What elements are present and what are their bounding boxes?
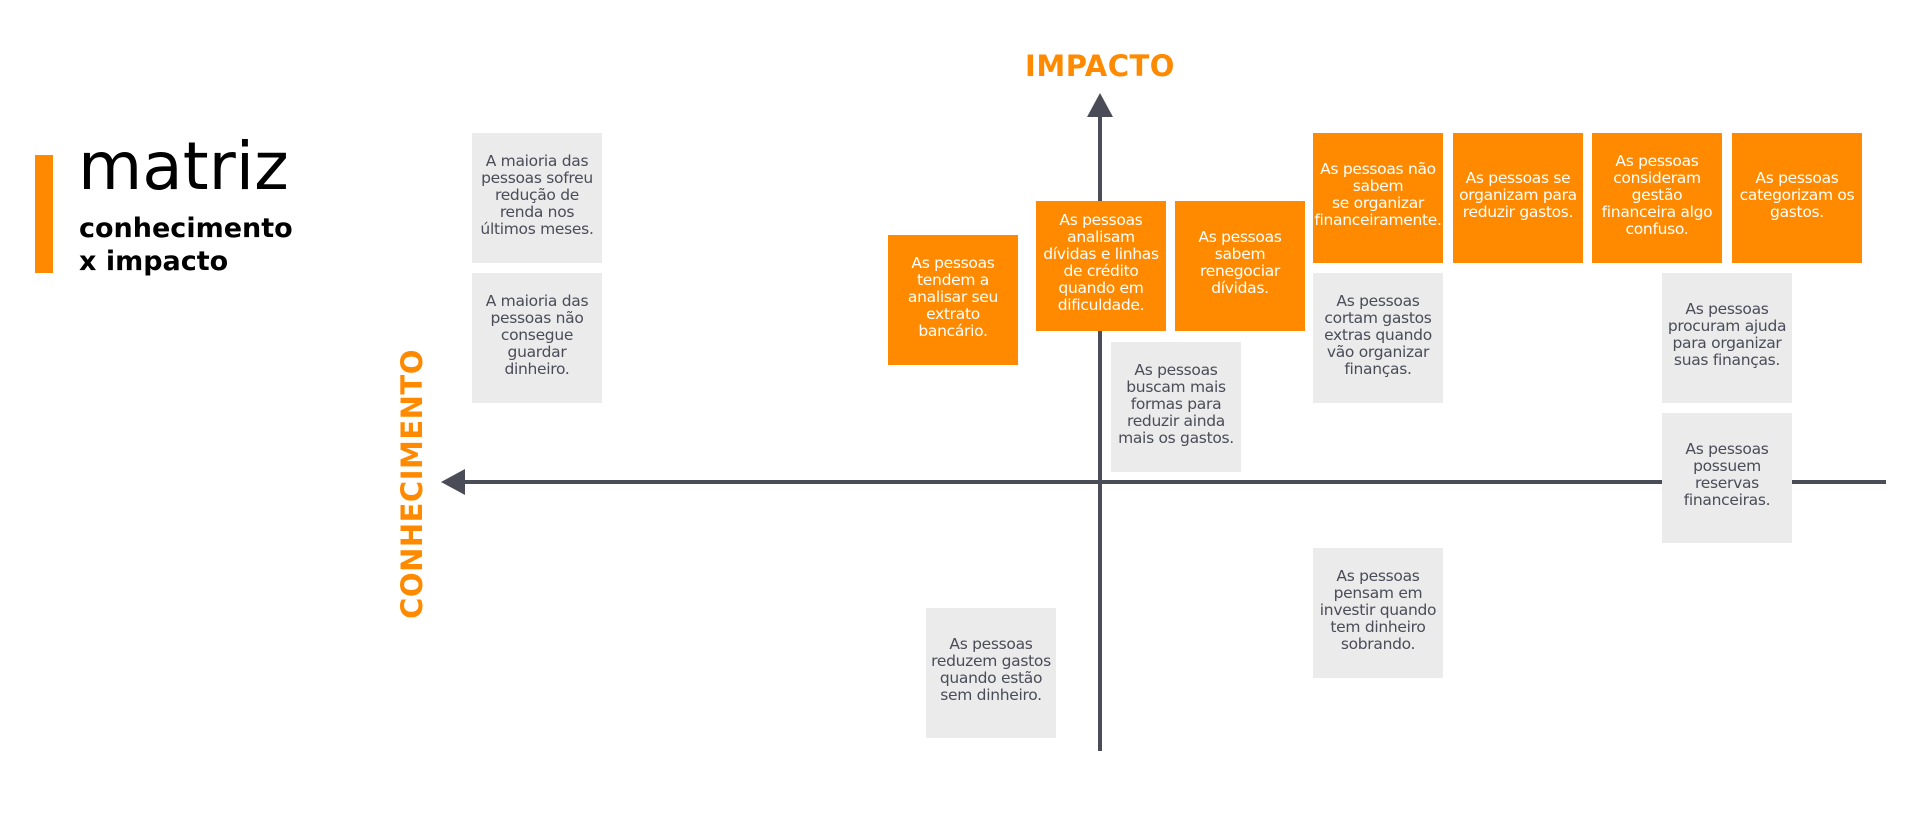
sticky-note[interactable]: As pessoas sabem renegociar dívidas.: [1175, 201, 1305, 331]
page-subtitle: conhecimento x impacto: [79, 212, 293, 278]
impact-axis-label: IMPACTO: [1025, 49, 1175, 83]
title-accent-bar: [35, 155, 53, 273]
horizontal-axis-arrow-icon: [441, 469, 465, 495]
sticky-note[interactable]: A maioria das pessoas não consegue guard…: [472, 273, 602, 403]
note-text: As pessoas sabem renegociar dívidas.: [1198, 228, 1282, 297]
note-text: As pessoas possuem reservas financeiras.: [1683, 440, 1771, 509]
note-text: As pessoas pensam em investir quando tem…: [1319, 566, 1437, 653]
note-text: As pessoas reduzem gastos quando estão s…: [931, 635, 1051, 704]
sticky-note[interactable]: As pessoas se organizam para reduzir gas…: [1453, 133, 1583, 263]
note-text: As pessoas não sabem se organizar financ…: [1314, 160, 1442, 229]
sticky-note[interactable]: As pessoas categorizam os gastos.: [1732, 133, 1862, 263]
note-text: A maioria das pessoas não consegue guard…: [485, 291, 589, 378]
note-text: As pessoas consideram gestão financeira …: [1601, 151, 1713, 238]
sticky-note[interactable]: As pessoas tendem a analisar seu extrato…: [888, 235, 1018, 365]
sticky-note[interactable]: As pessoas procuram ajuda para organizar…: [1662, 273, 1792, 403]
note-text: A maioria das pessoas sofreu redução de …: [480, 151, 594, 238]
subtitle-line-1: conhecimento: [79, 213, 293, 244]
note-text: As pessoas tendem a analisar seu extrato…: [907, 253, 999, 340]
sticky-note[interactable]: A maioria das pessoas sofreu redução de …: [472, 133, 602, 263]
sticky-note[interactable]: As pessoas analisam dívidas e linhas de …: [1036, 201, 1166, 331]
page-title: matriz: [78, 128, 289, 205]
subtitle-line-2: x impacto: [79, 246, 229, 277]
sticky-note[interactable]: As pessoas buscam mais formas para reduz…: [1111, 342, 1241, 472]
note-text: As pessoas procuram ajuda para organizar…: [1667, 300, 1787, 369]
sticky-note[interactable]: As pessoas consideram gestão financeira …: [1592, 133, 1722, 263]
sticky-note[interactable]: As pessoas possuem reservas financeiras.: [1662, 413, 1792, 543]
knowledge-axis-label: CONHECIMENTO: [395, 349, 429, 619]
note-text: As pessoas se organizam para reduzir gas…: [1459, 168, 1577, 221]
note-text: As pessoas analisam dívidas e linhas de …: [1043, 211, 1159, 314]
sticky-note[interactable]: As pessoas pensam em investir quando tem…: [1313, 548, 1443, 678]
note-text: As pessoas buscam mais formas para reduz…: [1118, 360, 1234, 447]
vertical-axis-arrow-icon: [1087, 93, 1113, 117]
note-text: As pessoas categorizam os gastos.: [1739, 168, 1855, 221]
sticky-note[interactable]: As pessoas reduzem gastos quando estão s…: [926, 608, 1056, 738]
note-text: As pessoas cortam gastos extras quando v…: [1324, 291, 1432, 378]
sticky-note[interactable]: As pessoas não sabem se organizar financ…: [1313, 133, 1443, 263]
sticky-note[interactable]: As pessoas cortam gastos extras quando v…: [1313, 273, 1443, 403]
